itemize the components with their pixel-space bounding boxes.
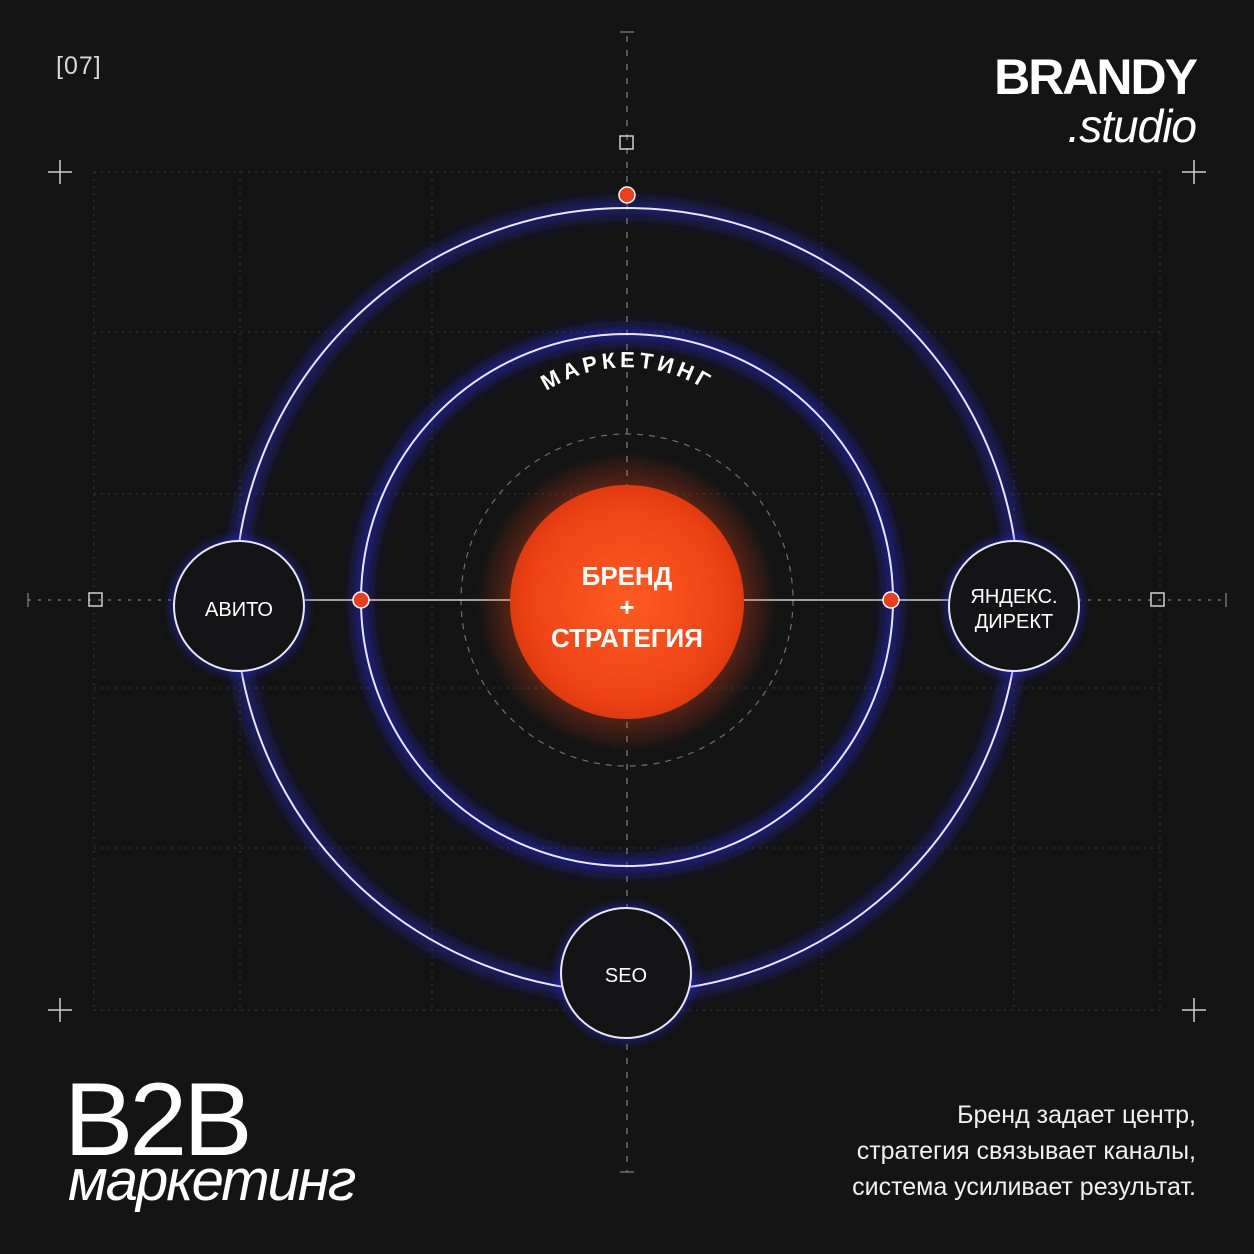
node-seo: SEO (558, 905, 694, 1041)
core-brand-strategy: БРЕНД + СТРАТЕГИЯ (477, 452, 777, 752)
logo-sub: .studio (1067, 100, 1197, 152)
axis-markers (88, 135, 1165, 607)
node-avito-label: АВИТО (205, 599, 273, 621)
core-label-line1: БРЕНД (582, 561, 673, 591)
node-seo-label: SEO (605, 965, 647, 987)
node-yandex-direct: ЯНДЕКС. ДИРЕКТ (946, 538, 1082, 674)
page-subtitle: маркетинг (68, 1148, 356, 1213)
brand-logo: BRANDY .studio (994, 49, 1198, 152)
tagline: Бренд задает центр, стратегия связывает … (852, 1097, 1196, 1205)
axis-lines (27, 31, 1227, 1173)
tagline-line2: стратегия связывает каналы, (856, 1137, 1196, 1165)
corner-crosses (48, 160, 1206, 1022)
orbit-dots (352, 186, 900, 609)
page-title: B2B (64, 1062, 253, 1178)
logo-main: BRANDY (994, 49, 1198, 105)
node-avito: АВИТО (171, 538, 307, 674)
core-label-line3: СТРАТЕГИЯ (551, 623, 703, 653)
node-yandex-label-line2: ДИРЕКТ (975, 611, 1053, 633)
node-yandex-label-line1: ЯНДЕКС. (970, 586, 1057, 608)
slide-number: [07] (56, 52, 102, 80)
core-label-line2: + (619, 592, 634, 622)
tagline-line1: Бренд задает центр, (957, 1101, 1196, 1129)
tagline-line3: система усиливает результат. (852, 1173, 1196, 1201)
